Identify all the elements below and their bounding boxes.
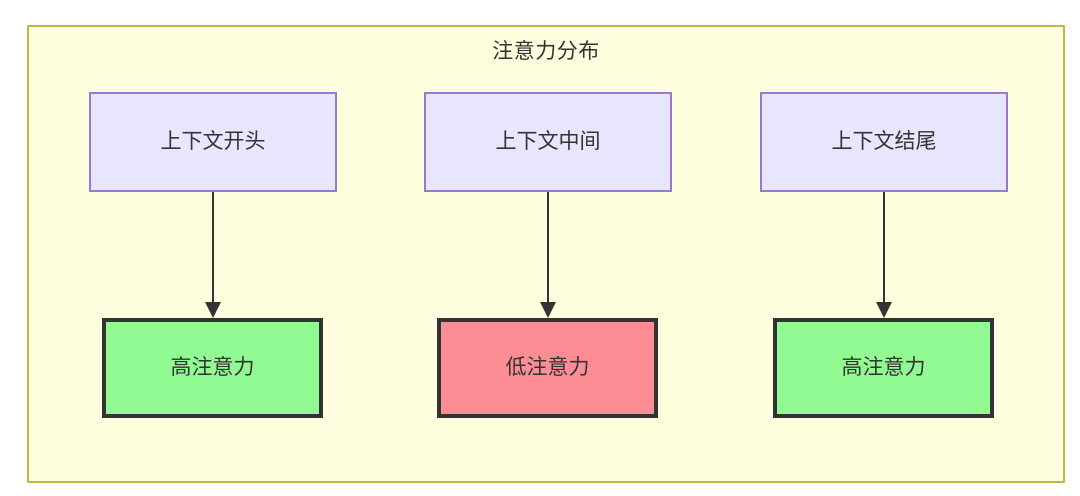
node-label: 高注意力 [841,356,926,380]
node-low-attention-middle[interactable]: 低注意力 [437,318,658,418]
node-high-attention-start[interactable]: 高注意力 [102,318,323,418]
node-label: 低注意力 [505,356,590,380]
node-label: 上下文结尾 [831,130,937,154]
node-context-end[interactable]: 上下文结尾 [760,92,1008,192]
node-context-middle[interactable]: 上下文中间 [424,92,672,192]
node-high-attention-end[interactable]: 高注意力 [773,318,994,418]
node-context-start[interactable]: 上下文开头 [89,92,337,192]
node-label: 上下文中间 [495,130,601,154]
node-label: 上下文开头 [160,130,266,154]
node-label: 高注意力 [170,356,255,380]
subgraph-title: 注意力分布 [492,40,600,63]
